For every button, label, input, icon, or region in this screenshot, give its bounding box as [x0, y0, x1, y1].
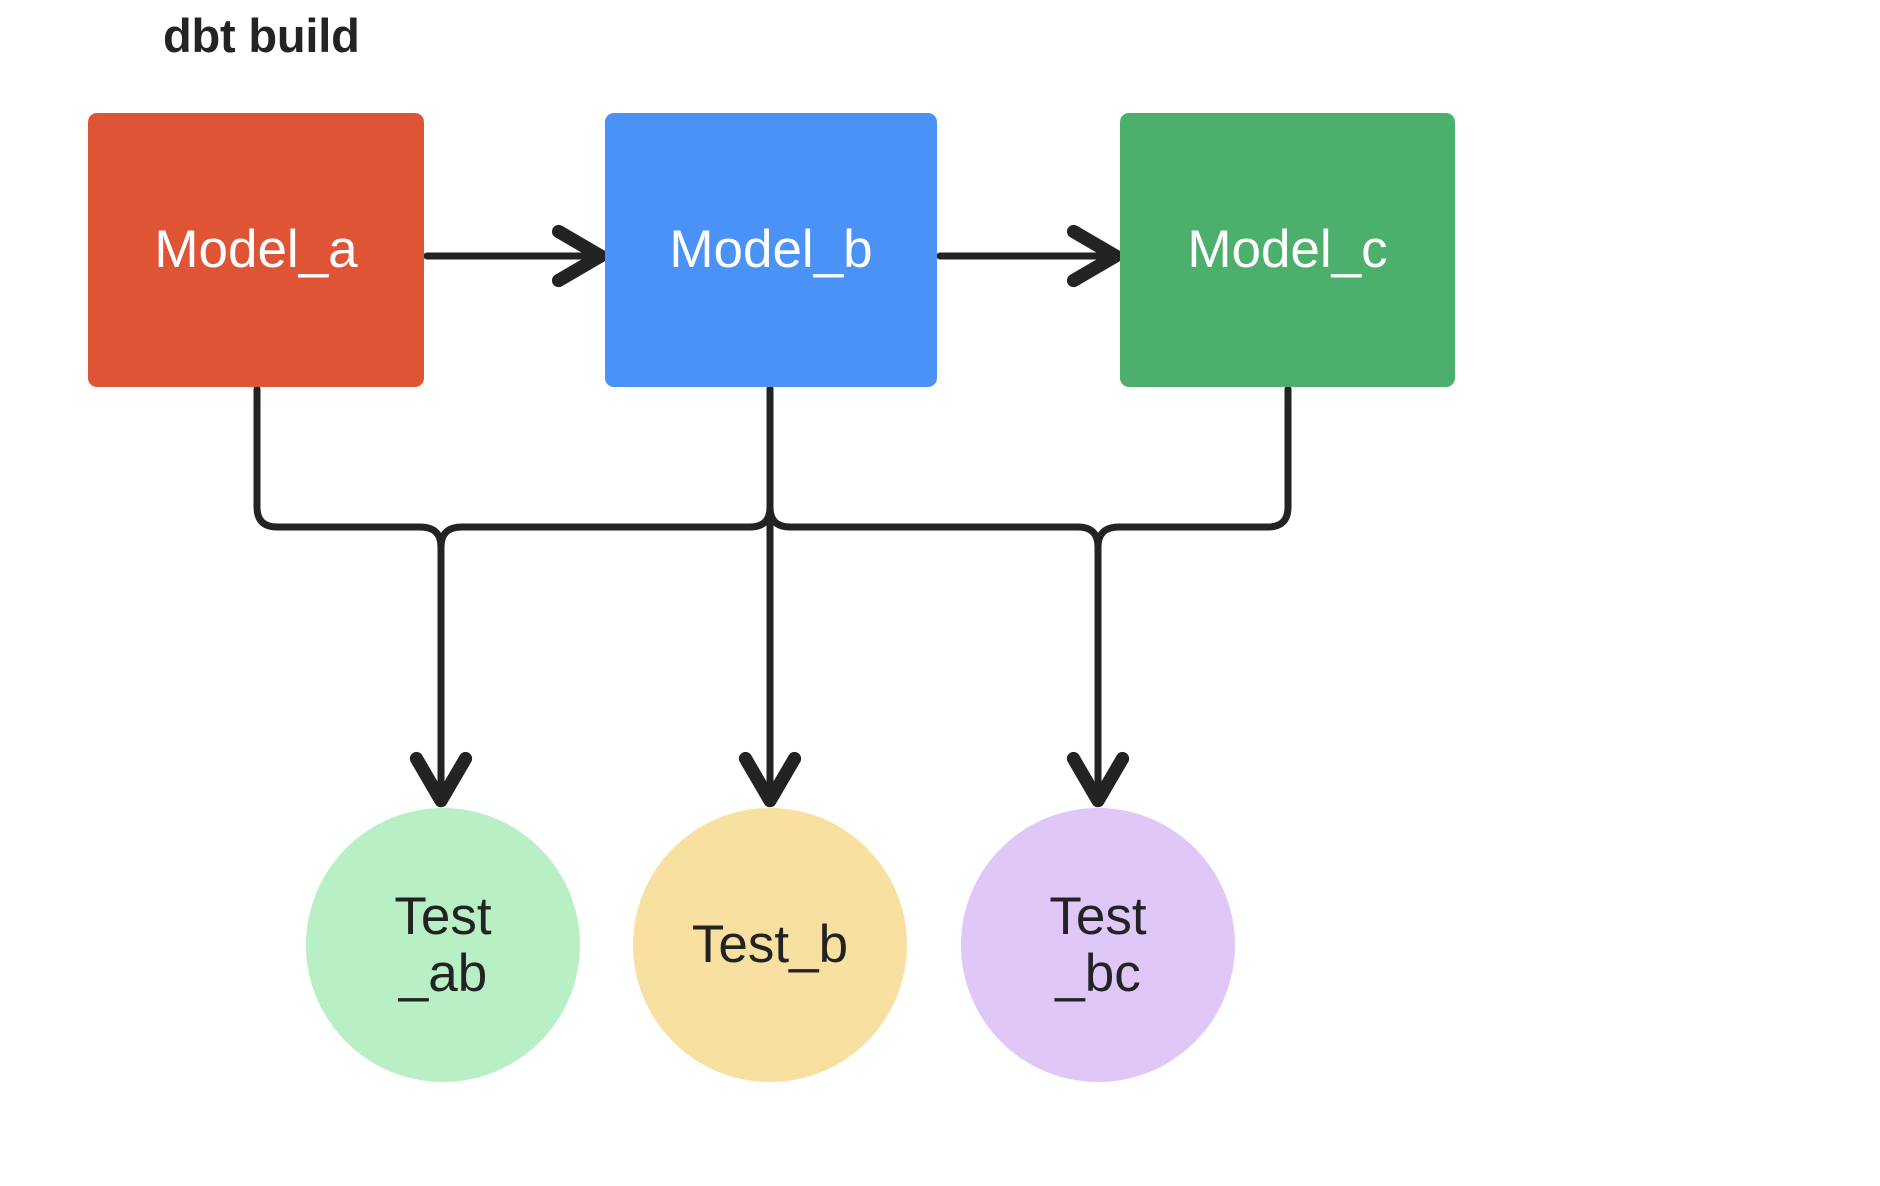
edge-model-b-to-test-ab: [437, 385, 774, 799]
edge-model-c-to-test-bc: [1094, 385, 1292, 799]
edge-model-a-to-test-ab: [253, 385, 473, 808]
diagram-title: dbt build: [163, 9, 360, 62]
node-model-a[interactable]: Model_a: [88, 113, 424, 387]
node-model-c[interactable]: Model_c: [1120, 113, 1455, 387]
node-test-bc[interactable]: Test _bc: [961, 808, 1235, 1082]
node-label-model-c: Model_c: [1187, 220, 1388, 280]
node-test-ab[interactable]: Test _ab: [306, 808, 580, 1082]
node-test-b[interactable]: Test_b: [633, 808, 907, 1082]
node-label-model-a: Model_a: [154, 220, 358, 280]
node-label-test-ab: Test _ab: [394, 886, 492, 1003]
node-label-model-b: Model_b: [669, 220, 873, 280]
node-label-test-b: Test_b: [691, 915, 849, 975]
node-model-b[interactable]: Model_b: [605, 113, 937, 387]
node-label-test-bc: Test _bc: [1049, 886, 1147, 1003]
edge-model-b-to-test-bc: [766, 385, 1130, 808]
